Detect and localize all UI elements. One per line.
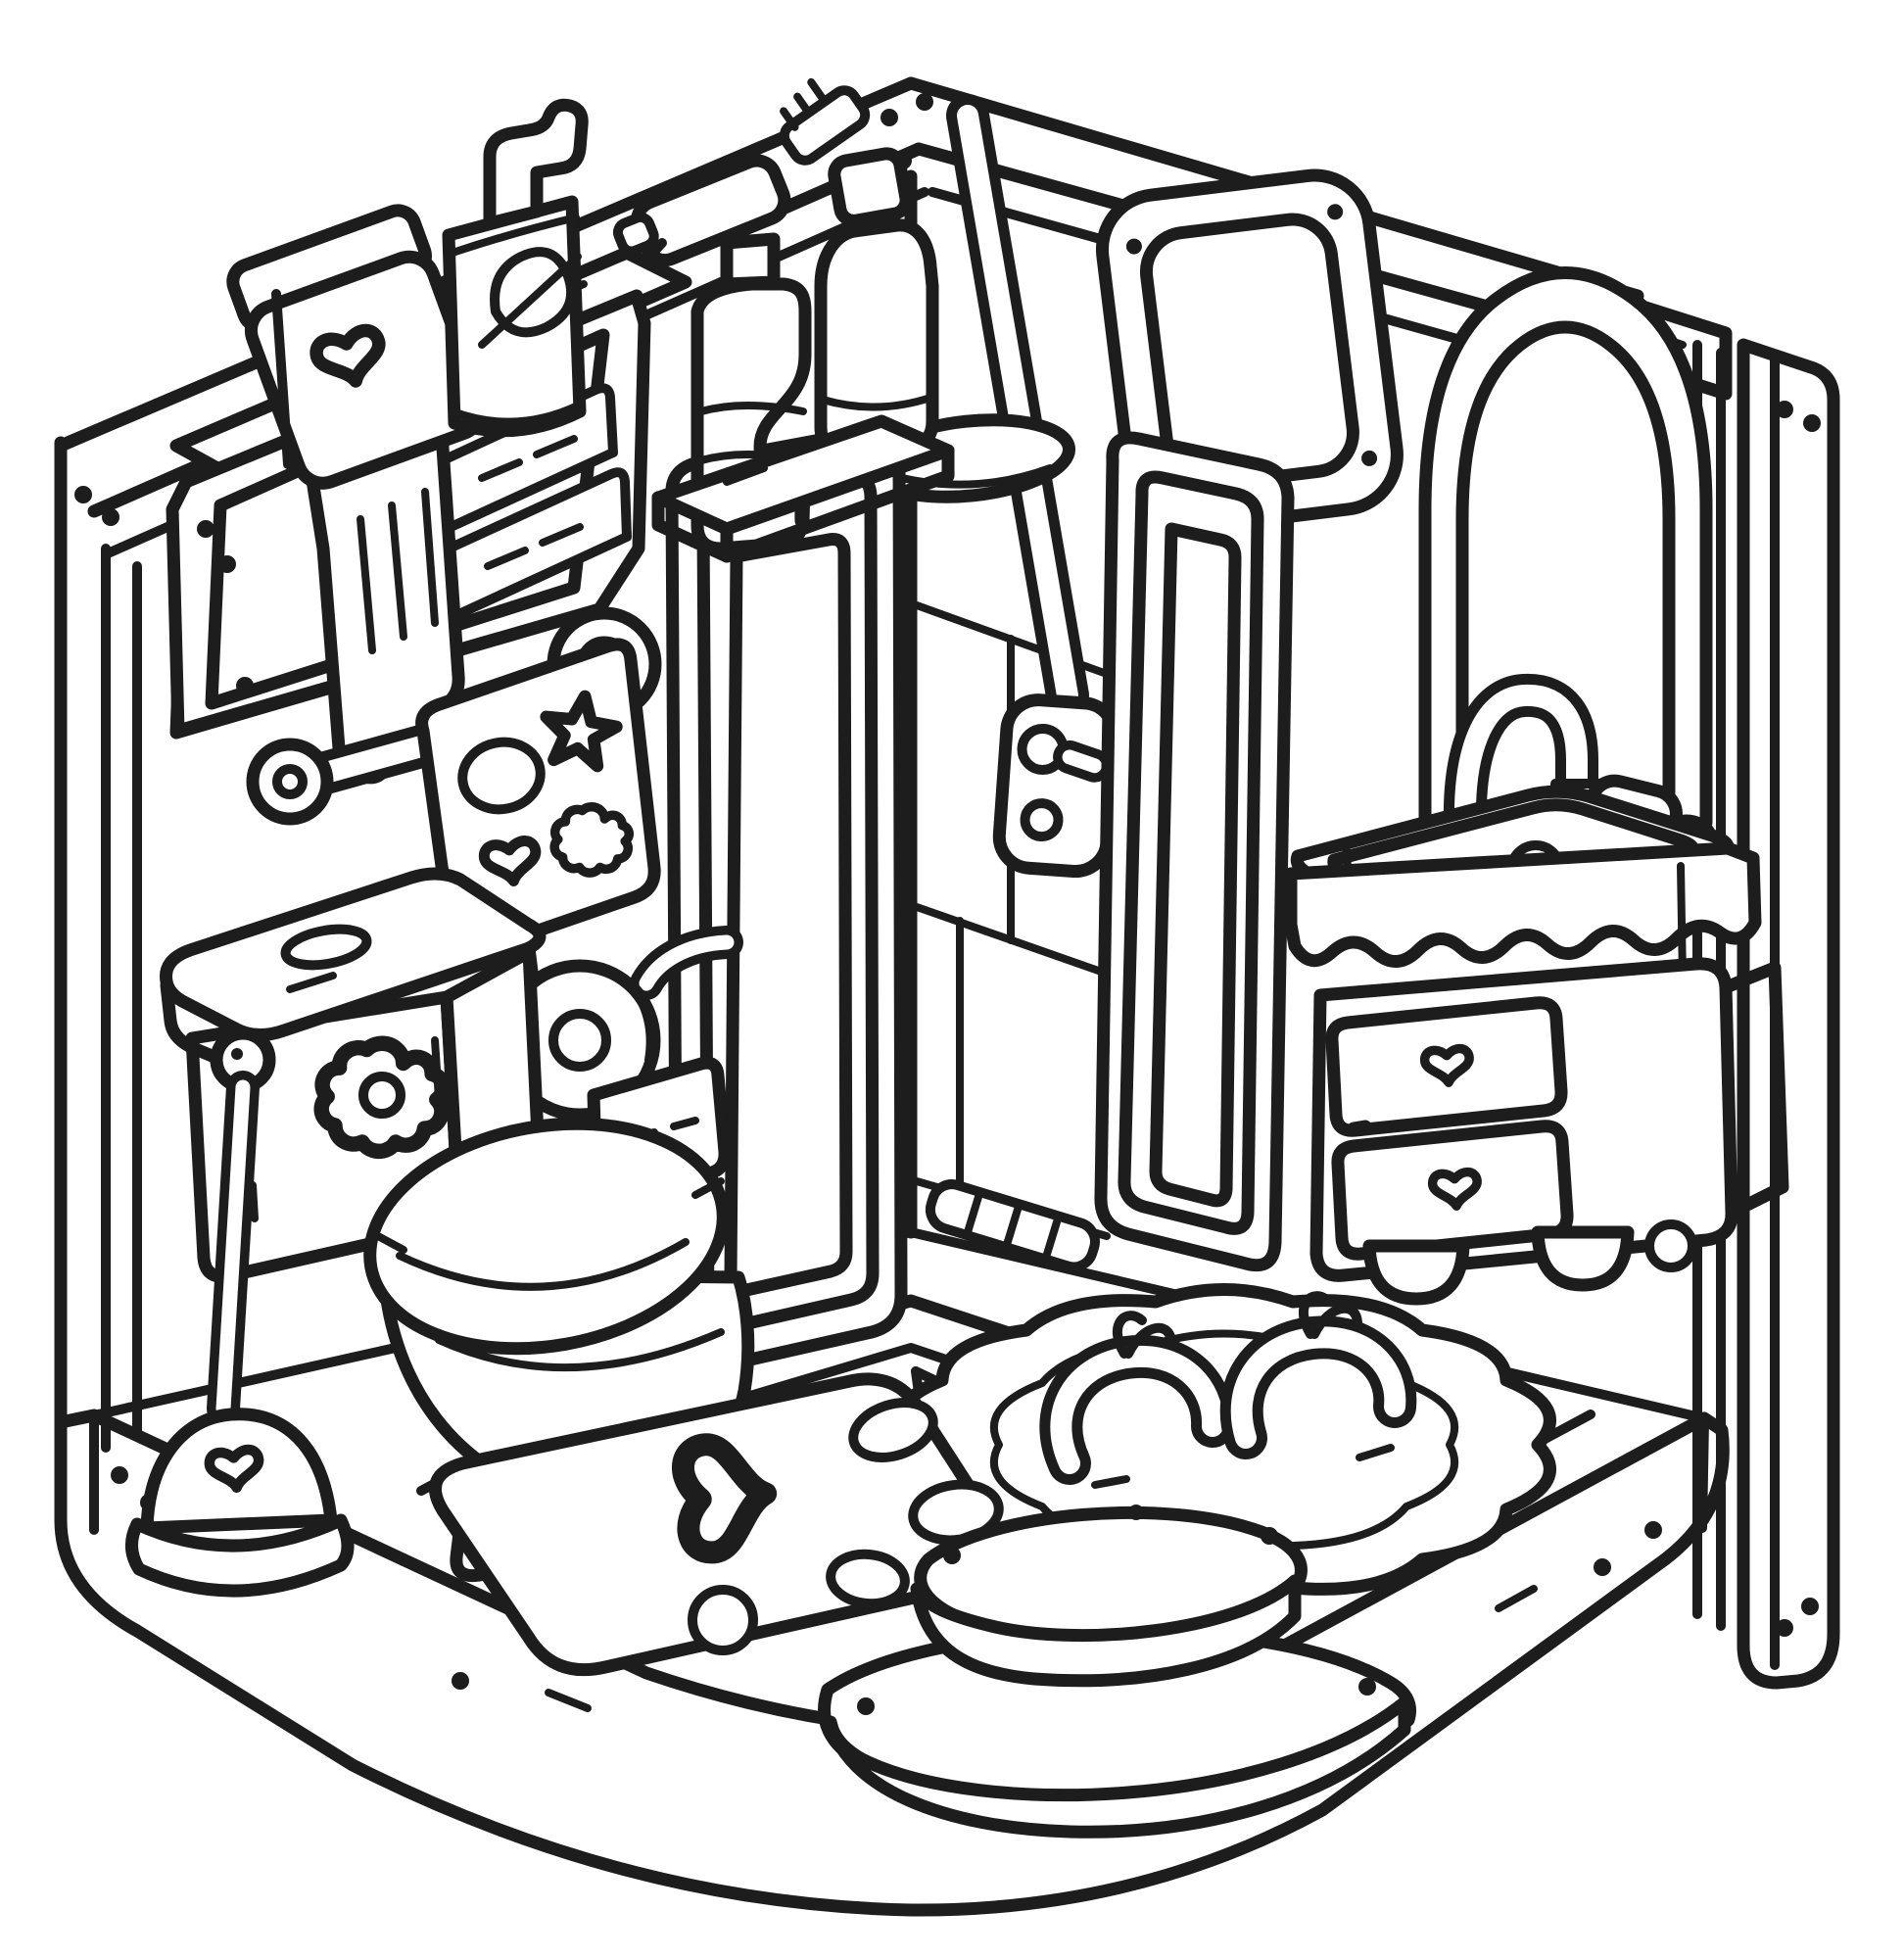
vanity-drawers	[1325, 996, 1574, 1261]
shower-control-panel	[992, 693, 1121, 879]
plunger	[125, 1027, 355, 1598]
sink-vanity	[1284, 674, 1789, 1306]
front-steps	[818, 1505, 1416, 1839]
slippers	[1039, 1291, 1417, 1489]
cleaning-shelf-group	[612, 77, 955, 563]
lotion-bottle	[442, 98, 589, 438]
toilet-lid	[363, 1117, 730, 1356]
shower	[665, 94, 1295, 1415]
shower-pipe	[946, 94, 1089, 717]
wall-cabinet	[166, 98, 692, 785]
scrub-bottle	[779, 77, 939, 457]
shower-door-right	[1094, 431, 1295, 1272]
towel-ring	[246, 606, 662, 961]
tissue-box	[226, 204, 488, 490]
